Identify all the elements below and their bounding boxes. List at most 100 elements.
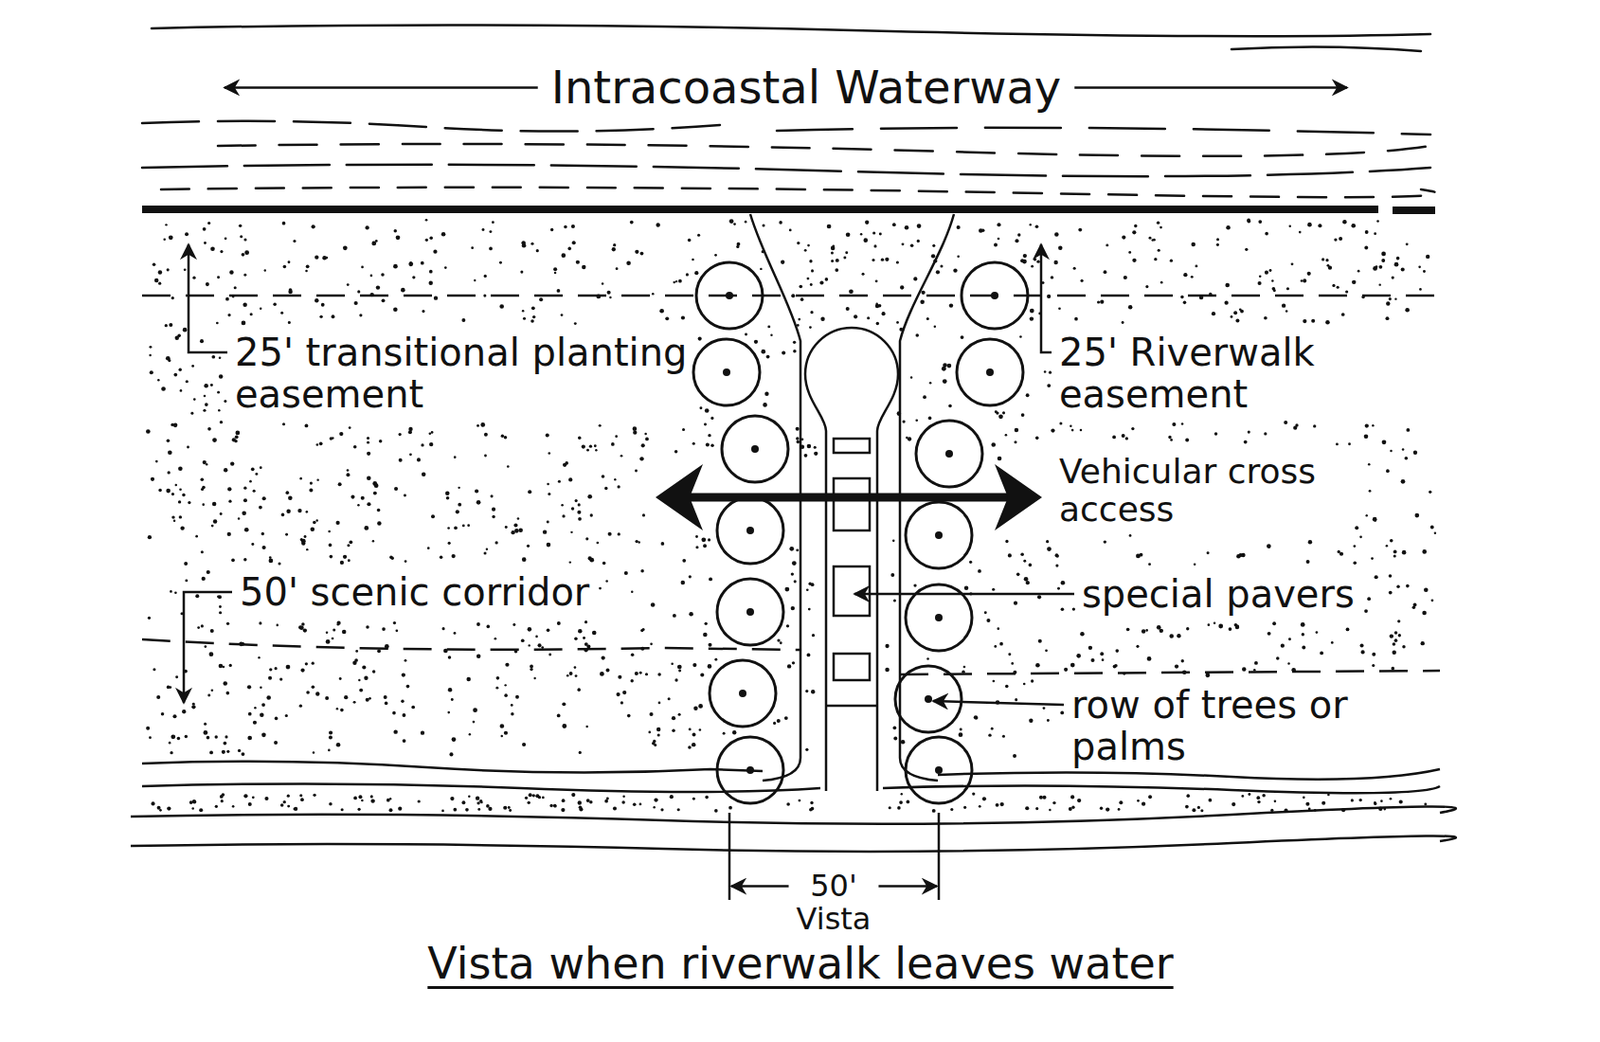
stipple-dot: [203, 395, 207, 398]
stipple-dot: [1169, 438, 1173, 442]
stipple-dot: [577, 517, 582, 522]
stipple-dot: [1428, 490, 1432, 494]
paver: [833, 566, 870, 616]
stipple-dot: [576, 510, 581, 515]
stipple-dot: [798, 799, 802, 803]
stipple-dot: [1291, 667, 1296, 673]
stipple-dot: [1181, 422, 1185, 426]
stipple-dot: [1366, 596, 1371, 601]
stipple-dot: [1393, 554, 1397, 558]
stipple-dot: [1135, 554, 1141, 559]
stipple-dot: [1000, 802, 1005, 807]
stipple-dot: [311, 224, 316, 229]
stipple-dot: [805, 748, 809, 752]
stipple-dot: [1099, 651, 1104, 656]
stipple-dot: [1020, 552, 1025, 557]
stipple-dot: [1391, 276, 1395, 280]
stipple-dot: [1156, 220, 1160, 224]
stipple-dot: [1013, 601, 1018, 606]
stipple-dot: [1053, 260, 1058, 265]
stipple-dot: [149, 370, 154, 375]
stipple-dot: [441, 232, 447, 237]
stipple-dot: [595, 294, 601, 300]
stipple-dot: [1240, 794, 1244, 798]
stipple-dot: [389, 797, 392, 800]
stipple-dot: [1020, 258, 1025, 263]
stipple-dot: [707, 433, 711, 437]
stipple-dot: [960, 335, 965, 340]
stipple-dot: [1194, 264, 1198, 268]
stipple-dot: [336, 521, 341, 525]
stipple-dot: [226, 691, 231, 696]
tree-trunk: [986, 368, 994, 377]
stipple-dot: [336, 621, 341, 626]
road-lines: [130, 761, 1457, 852]
stipple-dot: [1236, 554, 1241, 558]
stipple-dot: [1168, 633, 1174, 639]
stipple-dot: [620, 701, 624, 704]
trees: [693, 262, 1028, 804]
stipple-dot: [170, 423, 174, 427]
stipple-dot: [1037, 594, 1042, 599]
stipple-dot: [150, 477, 155, 482]
stipple-dot: [813, 451, 818, 456]
stipple-dot: [244, 250, 250, 255]
stipple-dot: [1218, 624, 1223, 630]
stipple-dot: [582, 636, 586, 640]
stipple-dot: [1014, 698, 1018, 702]
stipple-dot: [157, 378, 161, 382]
stipple-dot: [1286, 287, 1290, 290]
stipple-dot: [485, 548, 488, 551]
stipple-dot: [510, 712, 514, 716]
stipple-dot: [341, 808, 344, 811]
stipple-dot: [1392, 650, 1397, 655]
stipple-dot: [229, 664, 233, 667]
stipple-dot: [365, 625, 370, 630]
stipple-dot: [606, 797, 610, 801]
stipple-dot: [522, 317, 526, 321]
stipple-dot: [1372, 266, 1378, 271]
stipple-dot: [1169, 259, 1173, 263]
stipple-dot: [215, 805, 218, 809]
stipple-dot: [1380, 799, 1384, 803]
stipple-dot: [1300, 279, 1303, 282]
stipple-dot: [518, 528, 523, 534]
stipple-dot: [189, 800, 194, 805]
stipple-dot: [421, 472, 427, 478]
stipple-dot: [1071, 429, 1075, 432]
stipple-dot: [243, 557, 247, 561]
stipple-dot: [651, 292, 654, 295]
stipple-dot: [453, 631, 457, 635]
stipple-dot: [1099, 300, 1104, 305]
stipple-dot: [181, 493, 186, 498]
stipple-dot: [1126, 628, 1131, 632]
stipple-dot: [546, 520, 550, 523]
stipple-dot: [305, 548, 308, 551]
stipple-dot: [1264, 270, 1269, 275]
stipple-dot: [1185, 438, 1189, 443]
stipple-dot: [545, 432, 550, 437]
stipple-dot: [616, 485, 620, 488]
stipple-dot: [1014, 238, 1019, 243]
stipple-dot: [309, 481, 313, 485]
stipple-dot: [487, 807, 492, 811]
stipple-dot: [230, 461, 234, 466]
stipple-dot: [300, 667, 305, 672]
stipple-dot: [577, 800, 582, 805]
stipple-dot: [227, 532, 232, 537]
stipple-dot: [1254, 661, 1259, 666]
stipple-dot: [1247, 431, 1251, 434]
tree-trunk: [746, 608, 755, 616]
stipple-dot: [1073, 267, 1077, 270]
stipple-dot: [1267, 631, 1272, 636]
stipple-dot: [252, 489, 256, 493]
stipple-dot: [586, 449, 590, 452]
stipple-dot: [512, 623, 516, 627]
stipple-dot: [585, 725, 588, 728]
stipple-dot: [736, 245, 739, 249]
stipple-dot: [503, 693, 508, 698]
stipple-dot: [808, 808, 813, 812]
stipple-dot: [624, 571, 629, 576]
stipple-dot: [339, 677, 342, 681]
stipple-dot: [1005, 684, 1009, 689]
